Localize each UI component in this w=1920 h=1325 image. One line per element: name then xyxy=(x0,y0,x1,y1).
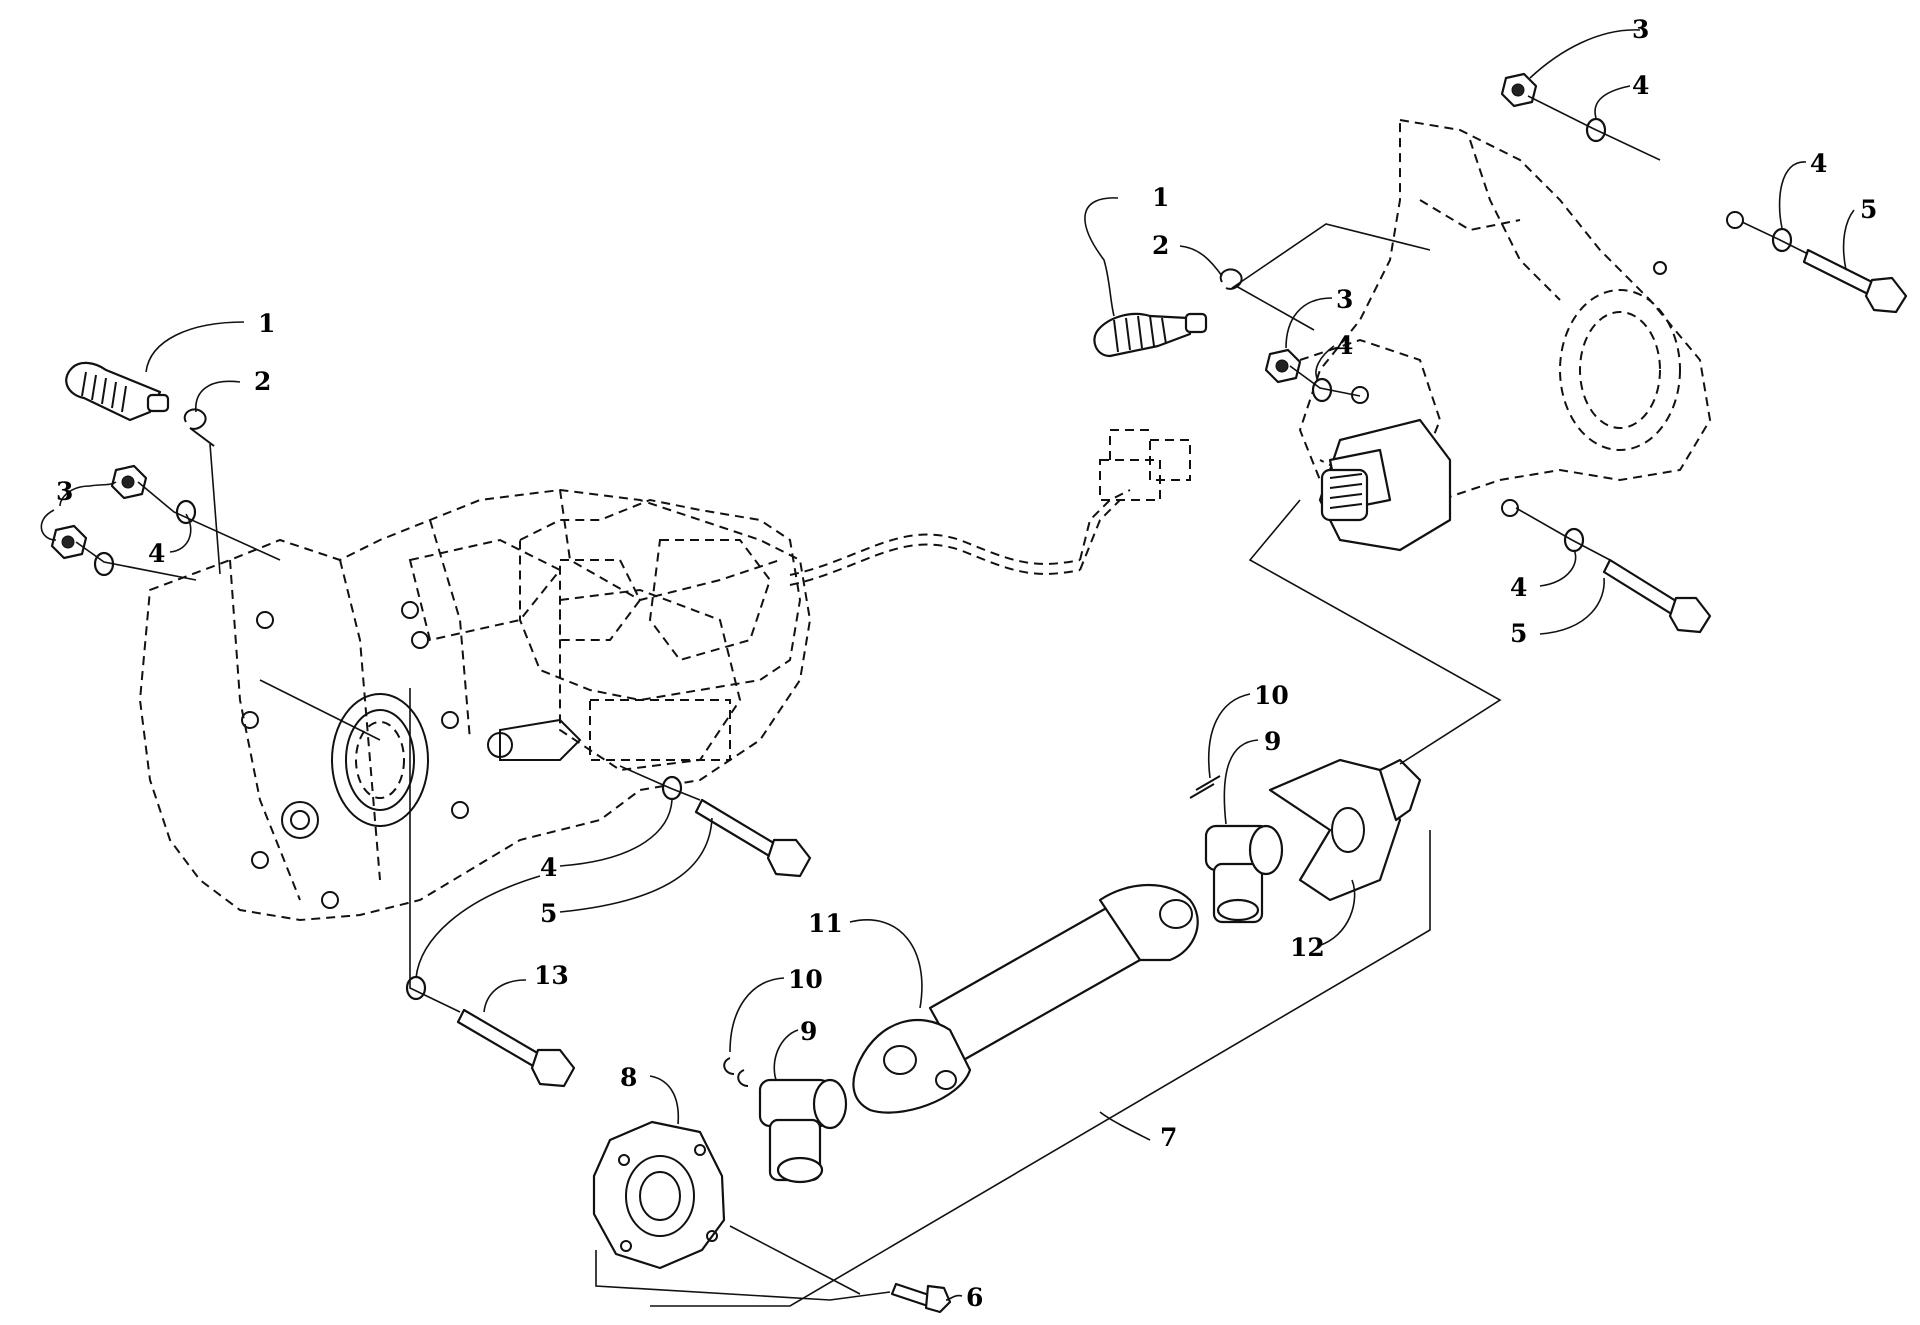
flange-nut-left-lower xyxy=(50,524,88,560)
callout-1-right: 1 xyxy=(1152,183,1169,212)
slip-yoke xyxy=(1268,758,1422,902)
callout-13: 13 xyxy=(534,961,569,990)
callout-11: 11 xyxy=(808,909,843,938)
hose-clamp-left xyxy=(183,408,215,447)
callout-10-front: 10 xyxy=(788,965,823,994)
u-joint-cross-front xyxy=(758,1078,848,1184)
gear-case-assembly-left xyxy=(138,429,1191,922)
assembly-lines xyxy=(75,95,1809,1307)
washers xyxy=(93,117,1793,1001)
callout-6: 6 xyxy=(966,1283,983,1312)
callout-12: 12 xyxy=(1290,933,1325,962)
cap-screw xyxy=(890,1282,952,1314)
bolt-left-mid xyxy=(694,798,812,878)
flange-nut-right-mid xyxy=(1264,348,1302,384)
callout-5-right-upper: 5 xyxy=(1860,195,1877,224)
bolt-right-upper xyxy=(1802,248,1908,314)
bolt-left-lower xyxy=(456,1008,576,1088)
callout-9-front: 9 xyxy=(800,1017,817,1046)
callout-4-left-upper: 4 xyxy=(148,539,165,568)
bolt-right-lower xyxy=(1602,558,1712,634)
hose-clamp-right xyxy=(1219,268,1243,290)
callout-3-right-upper: 3 xyxy=(1632,15,1649,44)
callout-4-right-mid: 4 xyxy=(1336,331,1353,360)
callout-3-right-mid: 3 xyxy=(1336,285,1353,314)
callout-4-right-upper: 4 xyxy=(1632,71,1649,100)
flange-nut-right-upper xyxy=(1500,72,1538,108)
flange-nut-left-upper xyxy=(110,464,148,500)
callout-4-right-lower: 4 xyxy=(1510,573,1527,602)
callout-4-left-mid: 4 xyxy=(540,853,557,882)
callout-9-rear: 9 xyxy=(1264,727,1281,756)
callout-3-left: 3 xyxy=(56,477,73,506)
propeller-shaft xyxy=(852,884,1199,1114)
callout-1-left: 1 xyxy=(258,309,275,338)
callout-5-right-lower: 5 xyxy=(1510,619,1527,648)
callout-2-right: 2 xyxy=(1152,231,1169,260)
coupling-flange xyxy=(592,1120,726,1270)
u-joint-cross-rear xyxy=(1204,824,1284,924)
callout-2-left: 2 xyxy=(254,367,271,396)
breather-hose-right xyxy=(1093,312,1208,358)
callout-8: 8 xyxy=(620,1063,637,1092)
callout-10-rear: 10 xyxy=(1254,681,1289,710)
breather-hose-left xyxy=(65,361,170,422)
snap-rings xyxy=(723,775,1221,1087)
rear-differential-assembly xyxy=(1298,118,1744,552)
callout-labels: 1 2 3 4 4 5 13 3 4 4 5 1 2 3 4 xyxy=(40,15,1877,1312)
callout-4-right-side: 4 xyxy=(1810,149,1827,178)
callout-5-left: 5 xyxy=(540,899,557,928)
callout-7: 7 xyxy=(1160,1123,1177,1152)
